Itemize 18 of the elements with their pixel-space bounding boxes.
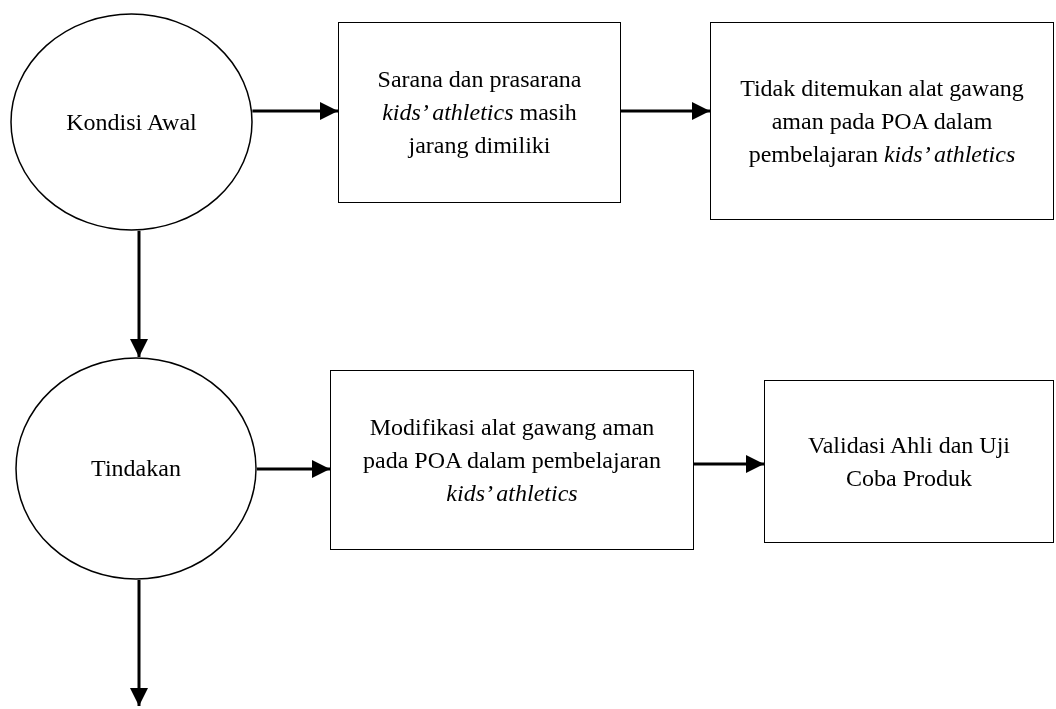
- node-text: Sarana dan prasarana kids’ athletics masih jarang dimiliki: [376, 65, 583, 160]
- process-box: [330, 370, 694, 550]
- process-box: [338, 22, 621, 203]
- arrow: [252, 102, 338, 120]
- ellipse-node: [10, 13, 253, 231]
- node-text: Kondisi Awal: [65, 107, 198, 137]
- process-box: [710, 22, 1054, 220]
- node-text: Tidak ditemukan alat gawang aman pada POA dalam pembelajaran kids’ athletics: [739, 73, 1025, 169]
- arrow: [694, 455, 764, 473]
- node-text: Validasi Ahli dan Uji Coba Produk: [807, 430, 1011, 493]
- process-box: [764, 380, 1054, 543]
- arrow: [130, 579, 148, 706]
- arrow: [257, 460, 330, 478]
- node-text: Tindakan: [90, 454, 182, 483]
- node-text: Modifikasi alat gawang aman pada POA dalam pembelajaran kids’ athletics: [362, 412, 662, 508]
- ellipse-node: [15, 357, 257, 580]
- arrow: [621, 102, 710, 120]
- arrow: [130, 230, 148, 358]
